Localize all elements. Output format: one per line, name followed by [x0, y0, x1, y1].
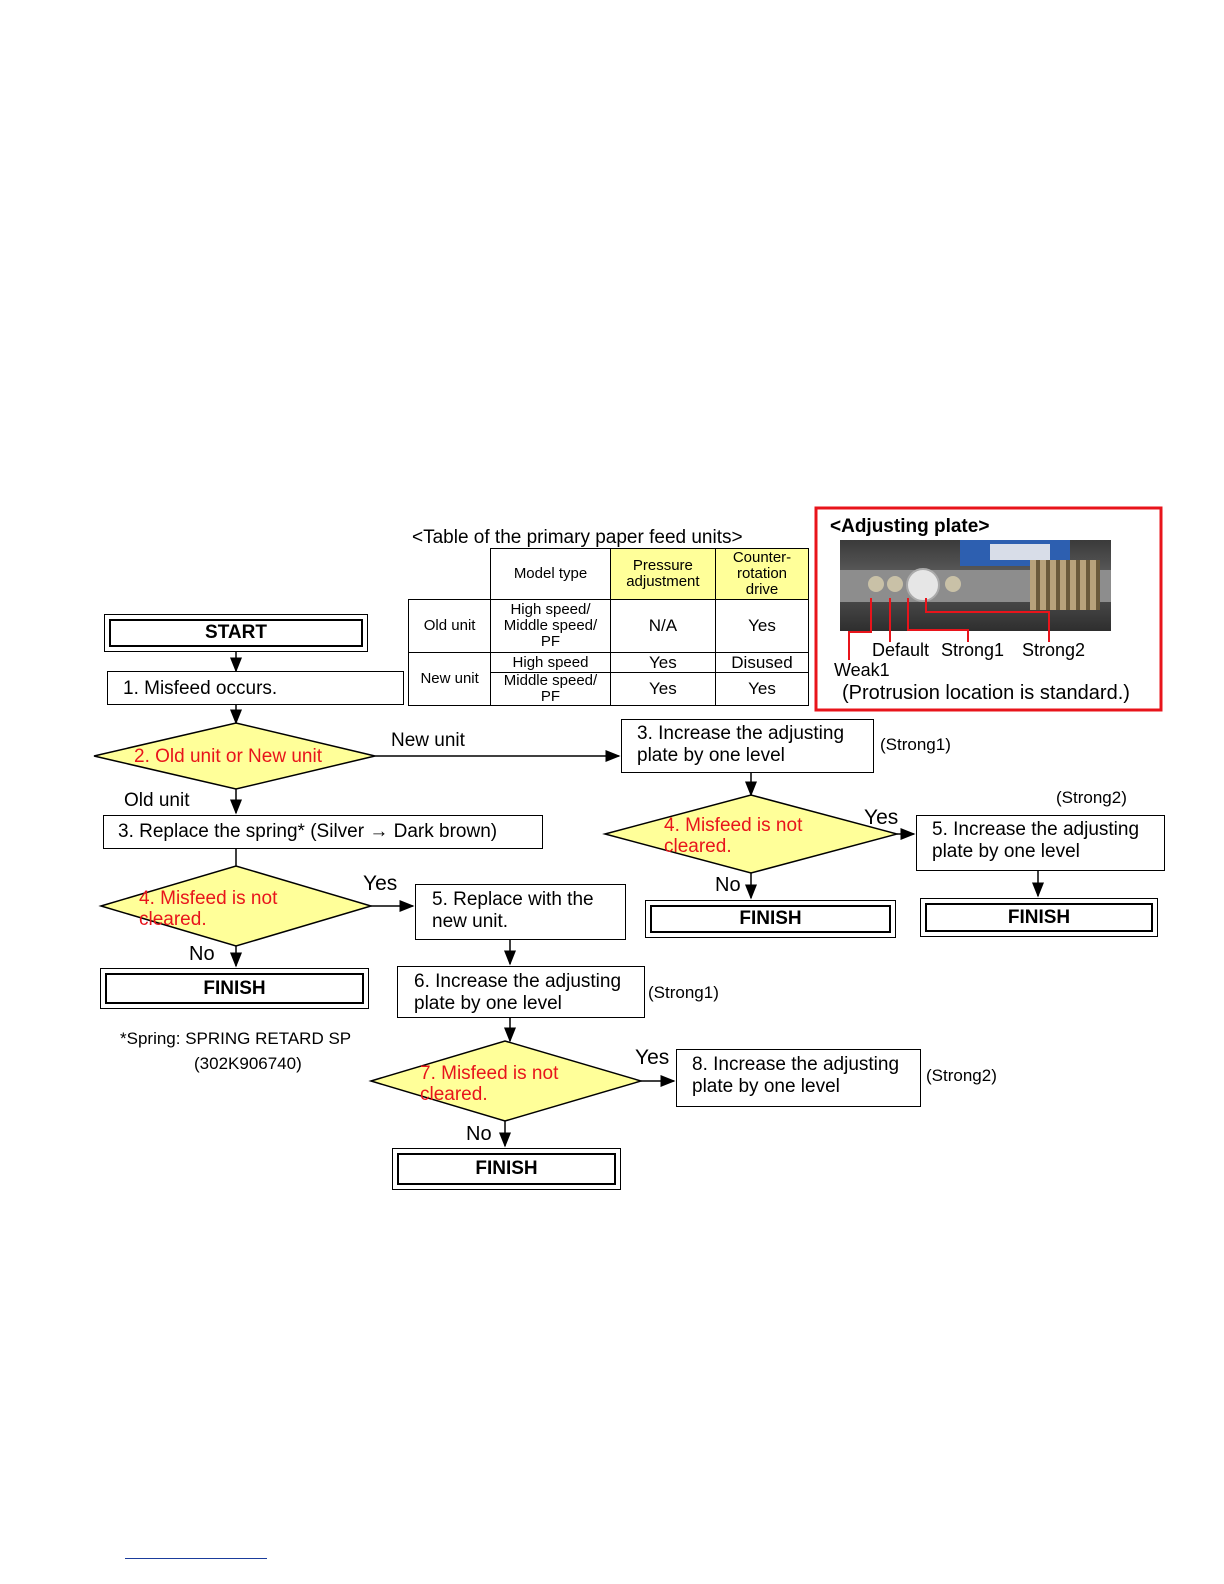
header-pressure-adjustment: Pressure adjustment: [609, 548, 717, 600]
left-yes-label: Yes: [363, 872, 398, 895]
step6-box: 6. Increase the adjusting plate by one l…: [397, 966, 645, 1018]
left-finish-label: FINISH: [105, 973, 364, 1004]
left-step3-box: 3. Replace the spring* (Silver → Dark br…: [103, 815, 543, 849]
decision-right-misfeed: [602, 794, 900, 874]
protrusion-note: (Protrusion location is standard.): [842, 682, 1130, 704]
label-weak1: Weak1: [834, 660, 890, 680]
right-finish-label: FINISH: [650, 905, 891, 933]
pointer-strong1: [907, 598, 969, 642]
right-step3-box: 3. Increase the adjusting plate by one l…: [621, 719, 874, 773]
header-counter-rotation: Counter-rotation drive: [715, 548, 809, 600]
decision7-finish-label: FINISH: [397, 1153, 616, 1185]
right-step3-text: 3. Increase the adjusting plate by one l…: [637, 723, 845, 766]
header-model-type: Model type: [490, 548, 611, 600]
left-step5-text: 5. Replace with the new unit.: [432, 889, 594, 932]
cell-new-unit: New unit: [407, 652, 492, 706]
pointer-strong2: [925, 598, 1050, 642]
cell-counter: Yes: [715, 599, 809, 653]
decision-old-or-new: [93, 722, 376, 790]
paper-feed-units-table: Model type Pressure adjustment Counter-r…: [407, 548, 809, 706]
left-no-label: No: [189, 943, 215, 965]
step1-text: 1. Misfeed occurs.: [123, 678, 278, 699]
cell-pressure: Yes: [609, 652, 717, 673]
decision7-text: 7. Misfeed is not cleared.: [420, 1063, 559, 1105]
adjusting-plate-title: <Adjusting plate>: [830, 516, 990, 537]
adjusting-plate-frame: [814, 506, 1163, 712]
step6-note: (Strong1): [648, 983, 719, 1002]
new-unit-label: New unit: [391, 730, 465, 751]
left-step5-box: 5. Replace with the new unit.: [415, 884, 626, 940]
cell-model: Middle speed/ PF: [490, 672, 611, 706]
right-step5-finish-label: FINISH: [925, 903, 1153, 932]
left-decision4-text: 4. Misfeed is not cleared.: [139, 888, 278, 930]
decision7-no-label: No: [466, 1123, 492, 1145]
decision7-yes-label: Yes: [635, 1046, 670, 1069]
decision-left-misfeed: [98, 865, 374, 947]
step8-text: 8. Increase the adjusting plate by one l…: [692, 1054, 900, 1097]
right-step5-text: 5. Increase the adjusting plate by one l…: [932, 819, 1140, 862]
cell-counter: Disused: [715, 652, 809, 673]
decision-misfeed-7: [368, 1040, 644, 1122]
spring-note-line1: *Spring: SPRING RETARD SP: [120, 1029, 352, 1048]
right-decision4-text: 4. Misfeed is not cleared.: [664, 815, 803, 857]
right-finish-terminal: FINISH: [645, 900, 896, 938]
step1-box: 1. Misfeed occurs.: [107, 671, 404, 705]
right-step5-note: (Strong2): [1056, 788, 1127, 807]
left-step3-text: 3. Replace the spring* (Silver → Dark br…: [118, 821, 498, 842]
cell-model: High speed/ Middle speed/ PF: [490, 599, 611, 653]
right-no-label: No: [715, 874, 741, 896]
cell-pressure: Yes: [609, 672, 717, 706]
table-title: <Table of the primary paper feed units>: [412, 527, 743, 548]
start-terminal: START: [104, 614, 368, 652]
spring-note-line2: (302K906740): [194, 1054, 302, 1073]
step8-box: 8. Increase the adjusting plate by one l…: [676, 1049, 921, 1107]
right-step5-finish-terminal: FINISH: [920, 898, 1158, 937]
pointer-weak1: [848, 598, 872, 660]
right-step5-box: 5. Increase the adjusting plate by one l…: [916, 815, 1165, 871]
right-step3-note: (Strong1): [880, 735, 951, 754]
step6-text: 6. Increase the adjusting plate by one l…: [414, 971, 622, 1014]
left-finish-terminal: FINISH: [100, 968, 369, 1009]
label-default: Default: [872, 640, 930, 660]
label-strong1: Strong1: [941, 640, 1005, 660]
footnote-rule: [125, 1558, 267, 1559]
decision7-finish-terminal: FINISH: [392, 1148, 621, 1190]
start-label: START: [109, 619, 363, 647]
cell-counter: Yes: [715, 672, 809, 706]
adjusting-plate-photo: [840, 540, 1111, 631]
cell-old-unit: Old unit: [407, 599, 492, 653]
decision2-text: 2. Old unit or New unit: [134, 746, 322, 767]
old-unit-label: Old unit: [124, 790, 190, 811]
step8-note: (Strong2): [926, 1066, 997, 1085]
label-strong2: Strong2: [1022, 640, 1086, 660]
right-yes-label: Yes: [864, 806, 899, 829]
